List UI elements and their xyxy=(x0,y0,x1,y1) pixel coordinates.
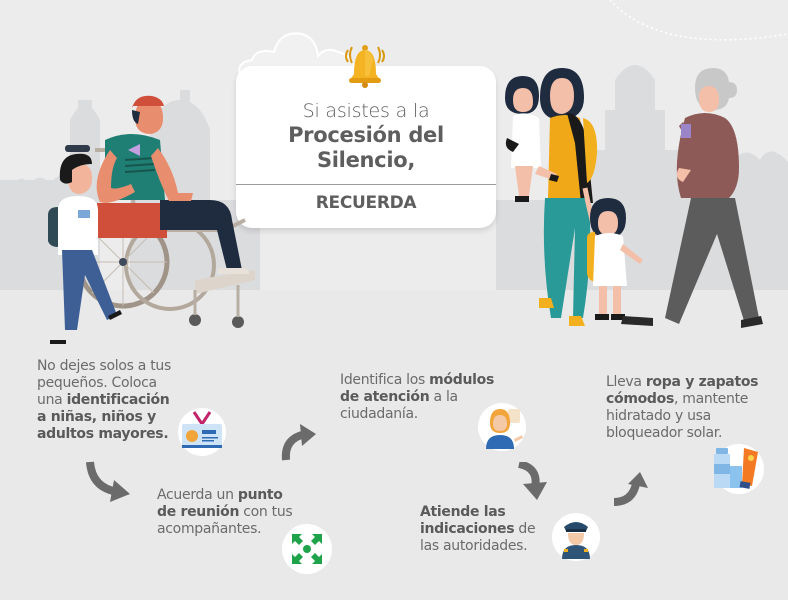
tip3-text: Identifica los xyxy=(340,372,430,388)
tip1-bold-children: a niñas, niños y xyxy=(37,409,156,425)
tip5-line4: bloqueador solar. xyxy=(606,425,723,441)
tip4-bold-indications: indicaciones xyxy=(420,521,515,537)
tip1-bold-elderly: adultos mayores. xyxy=(37,426,169,442)
tip-meeting-point: Acuerda un punto de reunión con tus acom… xyxy=(157,487,337,538)
tip2-bold-meeting: de reunión xyxy=(157,504,240,520)
tip4-line3: las autoridades. xyxy=(420,538,528,554)
tip-attention-modules: Identifica los módulos de atención a la … xyxy=(340,372,520,423)
tip5-bold-comfortable: cómodos xyxy=(606,391,674,407)
arrow-up-right-icon-2 xyxy=(613,472,648,506)
tip2-bold-point: punto xyxy=(237,487,283,503)
tip3-bold-attention: de atención xyxy=(340,389,430,405)
tip3-line3: ciudadanía. xyxy=(340,406,418,422)
attendant-icon xyxy=(478,403,526,451)
tip4-text-of: de xyxy=(514,521,536,537)
tip-comfort: Lleva ropa y zapatos cómodos, mantente h… xyxy=(606,374,788,442)
title-card: Si asistes a la Procesión del Silencio, … xyxy=(236,66,496,228)
tip5-text-keep: , mantente xyxy=(674,391,749,407)
id-badge-icon xyxy=(178,408,226,456)
tip-authorities: Atiende las indicaciones de las autorida… xyxy=(420,504,580,555)
tip-identification: No dejes solos a tus pequeños. Coloca un… xyxy=(37,358,207,443)
tip5-text: Lleva xyxy=(606,374,646,390)
bell-icon xyxy=(345,45,385,88)
ground-area xyxy=(0,290,788,600)
tip1-line1: No dejes solos a tus xyxy=(37,358,171,374)
tip3-text-to: a la xyxy=(429,389,459,405)
title-procession: Procesión del xyxy=(288,123,444,147)
police-officer-icon xyxy=(552,513,600,561)
title-line-1: Si asistes a la xyxy=(302,100,430,122)
title-line-2: Procesión del Silencio, xyxy=(236,123,496,173)
tip2-line3: acompañantes. xyxy=(157,521,262,537)
tip3-bold-modules: módulos xyxy=(429,372,494,388)
title-remember: RECUERDA xyxy=(315,193,417,213)
tip1-line2: pequeños. Coloca xyxy=(37,375,157,391)
tip1-text: una xyxy=(37,392,67,408)
family-illustration xyxy=(505,68,763,328)
tip5-line3: hidratado y usa xyxy=(606,408,711,424)
wheelchair-user-illustration xyxy=(48,95,255,344)
tip1-bold-identification: identificación xyxy=(66,392,170,408)
arrow-down-right-icon xyxy=(86,461,130,502)
arrow-up-right-icon xyxy=(281,424,316,461)
tip5-bold-clothes: ropa y zapatos xyxy=(645,374,759,390)
title-divider xyxy=(236,184,496,185)
tip2-text: Acuerda un xyxy=(157,487,238,503)
cloud-decoration xyxy=(238,32,360,77)
water-sunscreen-icon xyxy=(714,444,764,494)
tip2-text-with: con tus xyxy=(239,504,293,520)
arrow-down-icon xyxy=(517,462,547,500)
tip1-line3: una identificación xyxy=(37,392,207,409)
tip4-bold-attend: Atiende las xyxy=(420,504,506,520)
meeting-point-icon xyxy=(282,524,332,574)
title-silence: Silencio, xyxy=(316,148,416,172)
